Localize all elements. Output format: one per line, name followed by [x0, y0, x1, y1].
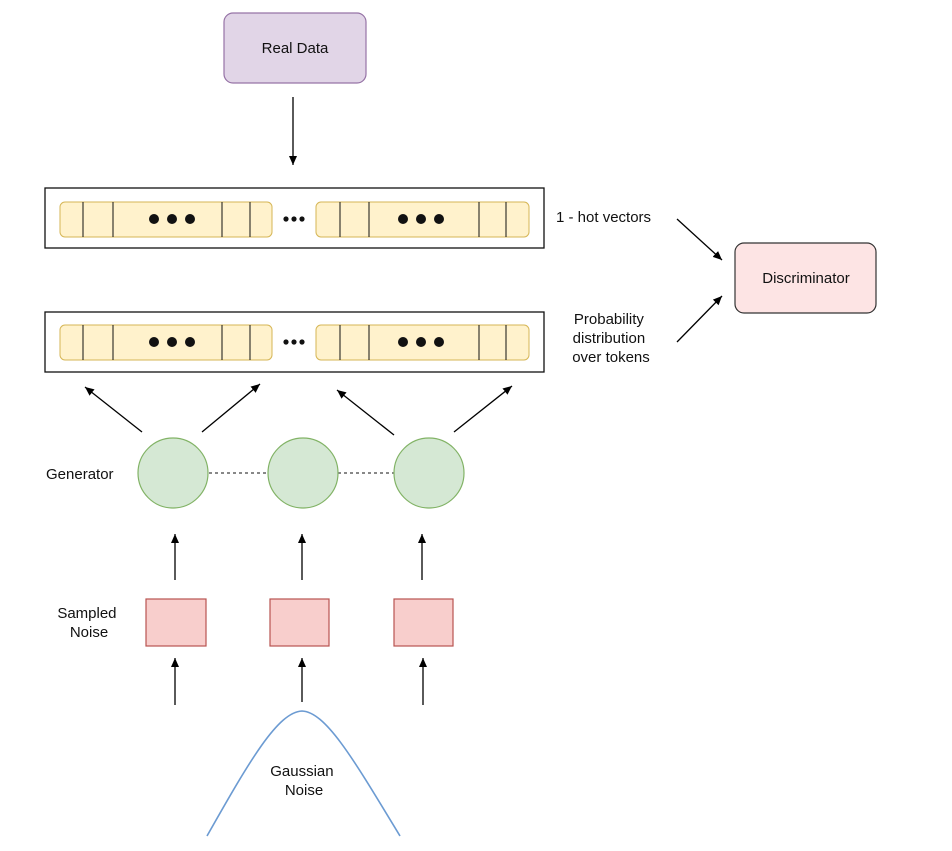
discriminator-node: Discriminator [734, 242, 877, 314]
probability-to-discriminator-arrow [676, 295, 723, 343]
sampled-noise-label: Sampled Noise [57, 605, 120, 641]
real-data-label: Real Data [262, 40, 329, 57]
ellipsis-dot [167, 214, 177, 224]
ellipsis-dot [398, 337, 408, 347]
token-vector [315, 324, 530, 361]
one-hot-label: 1 - hot vectors [556, 209, 651, 226]
token-vector [59, 201, 273, 238]
sampled-noise-box [393, 598, 454, 647]
ellipsis-dot [398, 214, 408, 224]
gaussian-noise-label: Gaussian Noise [270, 763, 338, 799]
generator-output-arrow [201, 383, 261, 433]
between-ellipsis [283, 339, 305, 345]
generator-cell [137, 437, 209, 509]
generator-output-arrow [453, 385, 513, 433]
real-data-node: Real Data [223, 12, 367, 84]
between-ellipsis [283, 216, 305, 222]
ellipsis-dot [167, 337, 177, 347]
ellipsis-dot [149, 337, 159, 347]
generator-cell [393, 437, 465, 509]
token-vector [59, 324, 273, 361]
discriminator-label: Discriminator [762, 270, 850, 287]
sampled-noise-box [269, 598, 330, 647]
sampled-noise-box [145, 598, 207, 647]
generator-cell [267, 437, 339, 509]
ellipsis-dot [434, 337, 444, 347]
gaussian-curve [206, 710, 401, 837]
one-hot-to-discriminator-arrow [676, 218, 723, 261]
ellipsis-dot [149, 214, 159, 224]
ellipsis-dot [185, 214, 195, 224]
generator-output-arrow [336, 389, 395, 436]
ellipsis-dot [185, 337, 195, 347]
ellipsis-dot [416, 337, 426, 347]
generator-output-arrow [84, 386, 143, 433]
probability-label: Probability distribution over tokens [572, 311, 650, 366]
generator-label: Generator [46, 466, 114, 483]
ellipsis-dot [434, 214, 444, 224]
ellipsis-dot [416, 214, 426, 224]
probability-vector-row [44, 311, 545, 373]
one-hot-vector-row [44, 187, 545, 249]
token-vector [315, 201, 530, 238]
